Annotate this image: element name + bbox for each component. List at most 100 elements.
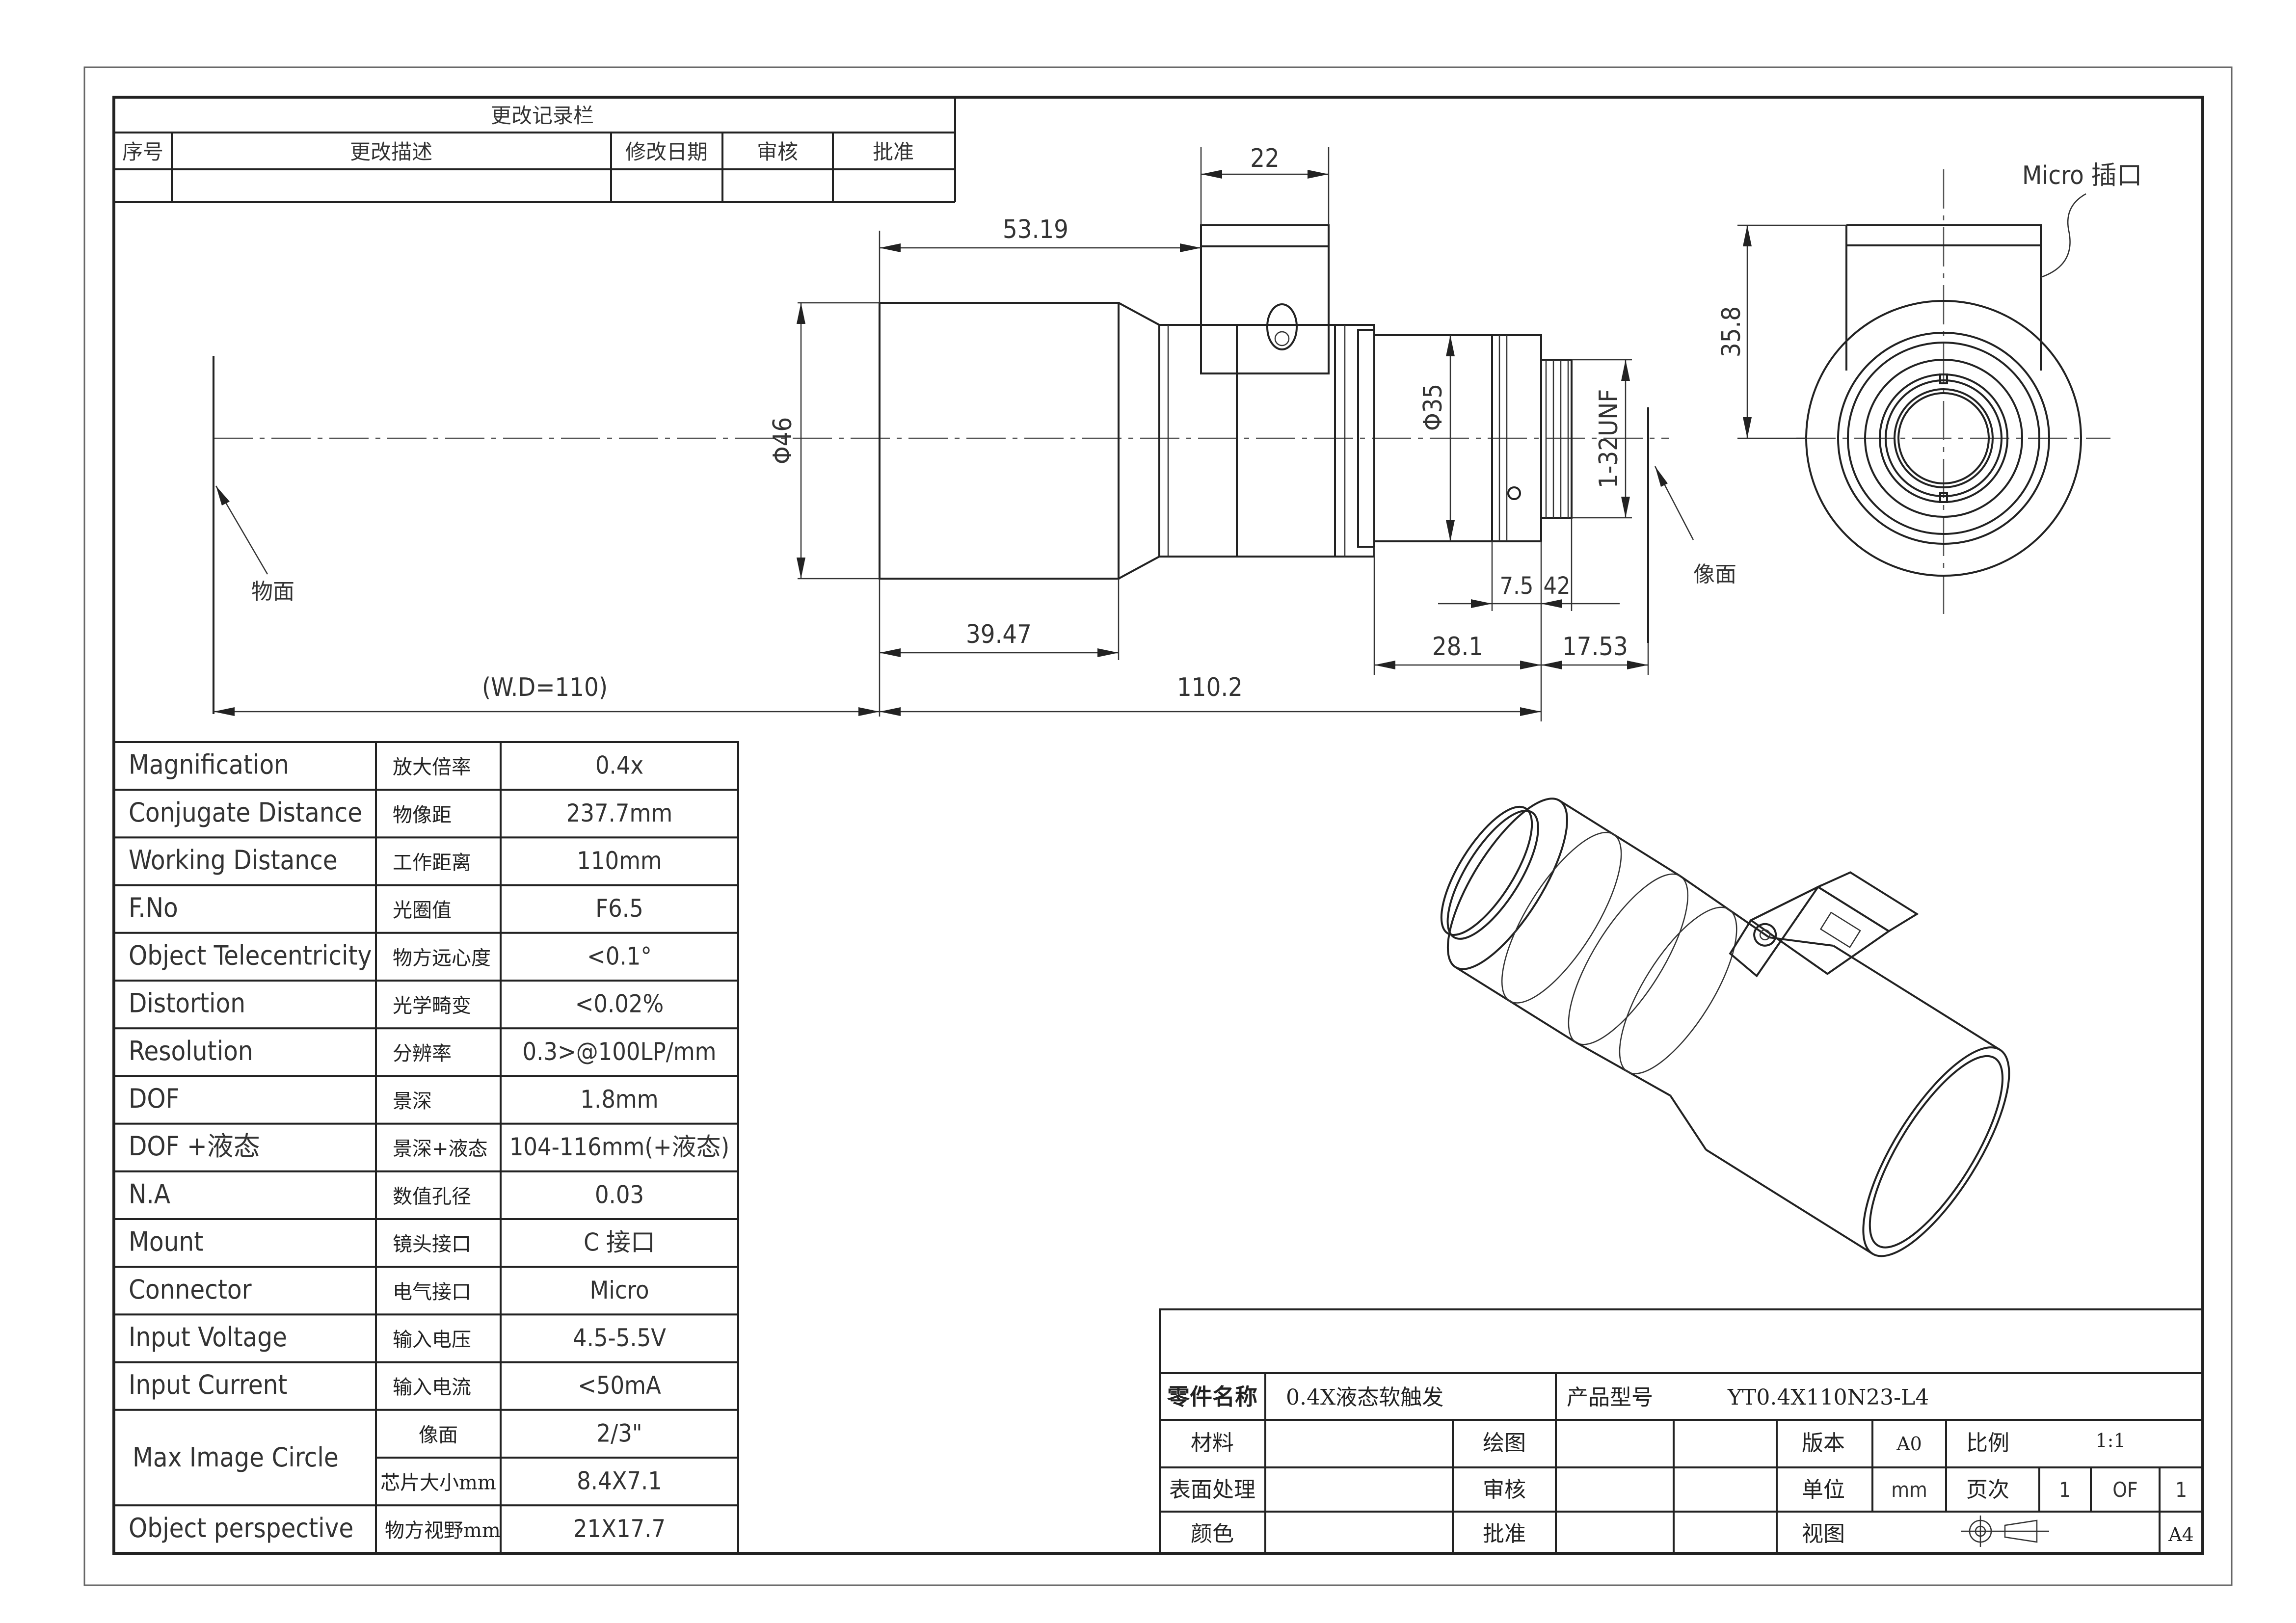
dim-42: 42 — [1544, 572, 1571, 600]
spec-name-en: F.No — [129, 892, 178, 923]
dim-working-distance: (W.D=110) — [482, 673, 608, 702]
spec-value: <0.1° — [587, 942, 652, 970]
spec-value: F6.5 — [595, 894, 643, 923]
image-circle-label: Max Image Circle — [133, 1442, 339, 1473]
drawn-label: 绘图 — [1483, 1431, 1526, 1456]
unit-label: 单位 — [1802, 1477, 1845, 1502]
spec-name-en: Input Current — [129, 1369, 287, 1400]
spec-name-cn: 数值孔径 — [393, 1185, 471, 1208]
sheet-size: A4 — [2168, 1524, 2194, 1545]
unit: mm — [1891, 1478, 1927, 1502]
revision-header-date: 修改日期 — [625, 140, 708, 164]
spec-name-en: Conjugate Distance — [129, 797, 362, 828]
scale-label: 比例 — [1966, 1431, 2009, 1456]
image-circle-value: 2/3" — [596, 1419, 642, 1447]
part-name-label: 零件名称 — [1167, 1384, 1257, 1410]
title-block: 零件名称 0.4X液态软触发 产品型号 YT0.4X110N23-L4 材料 绘… — [1159, 1308, 2204, 1554]
spec-value: Micro — [590, 1276, 649, 1304]
spec-name-en: Object Telecentricity — [129, 940, 372, 971]
dim-53-19: 53.19 — [1003, 215, 1068, 244]
object-perspective-label: Object perspective — [129, 1513, 353, 1543]
spec-name-cn: 物方远心度 — [393, 947, 491, 969]
spec-name-cn: 光学畸变 — [393, 995, 471, 1017]
spec-value: 1.8mm — [580, 1085, 658, 1114]
dim-phi46: Φ46 — [768, 417, 798, 464]
version-label: 版本 — [1802, 1431, 1845, 1456]
lens-end-view: Micro 插口 35.8 — [1717, 161, 2142, 618]
spec-table — [113, 741, 739, 1554]
scale: 1:1 — [2095, 1430, 2125, 1451]
image-plane-label: 像面 — [1693, 562, 1736, 587]
dim-28-1: 28.1 — [1432, 632, 1483, 662]
part-name: 0.4X液态软触发 — [1286, 1385, 1443, 1410]
dim-thread: 1-32UNF — [1594, 389, 1624, 488]
page-of: OF — [2112, 1478, 2137, 1502]
spec-value: C 接口 — [584, 1228, 655, 1257]
object-plane-label: 物面 — [251, 579, 294, 604]
spec-name-cn: 镜头接口 — [393, 1233, 471, 1256]
spec-name-cn: 分辨率 — [393, 1042, 452, 1065]
spec-name-cn: 电气接口 — [393, 1281, 471, 1304]
spec-value: 237.7mm — [566, 799, 672, 827]
spec-value: 0.3>@100LP/mm — [522, 1038, 716, 1066]
color-label: 颜色 — [1191, 1521, 1234, 1546]
spec-name-en: Distortion — [129, 988, 245, 1019]
object-perspective-cn: 物方视野mm — [385, 1519, 501, 1542]
spec-value: <50mA — [578, 1371, 661, 1400]
dim-phi35: Φ35 — [1418, 384, 1448, 431]
revision-header-approve: 批准 — [873, 140, 914, 164]
approve-label: 批准 — [1483, 1521, 1526, 1546]
spec-name-en: Magnification — [129, 749, 289, 780]
dim-39-47: 39.47 — [966, 620, 1032, 649]
outer-border — [83, 66, 2233, 1586]
surface-label: 表面处理 — [1169, 1477, 1255, 1502]
spec-name-en: DOF +液态 — [129, 1131, 260, 1162]
model-label: 产品型号 — [1567, 1385, 1653, 1410]
page-number: 1 — [2059, 1478, 2071, 1502]
spec-value: 0.03 — [595, 1180, 644, 1209]
spec-value: 0.4x — [595, 751, 643, 780]
page-total: 1 — [2175, 1478, 2187, 1502]
spec-name-en: Resolution — [129, 1036, 253, 1066]
spec-name-en: Mount — [129, 1226, 203, 1257]
model: YT0.4X110N23-L4 — [1727, 1385, 1929, 1410]
revision-header-review: 审核 — [757, 140, 798, 164]
dim-35-8: 35.8 — [1717, 306, 1746, 357]
object-perspective-value: 21X17.7 — [573, 1515, 666, 1543]
revision-block: 更改记录栏 序号 更改描述 修改日期 审核 批准 — [114, 97, 956, 203]
spec-name-en: DOF — [129, 1083, 180, 1114]
spec-value: <0.02% — [575, 990, 664, 1018]
page-label: 页次 — [1966, 1477, 2009, 1502]
lens-side-view: 物面 像面 22 53.19 Φ46 Φ35 1-32UNF — [213, 144, 1736, 721]
revision-header-no: 序号 — [122, 140, 163, 164]
spec-name-cn: 光圈值 — [393, 899, 452, 922]
spec-name-en: N.A — [129, 1178, 170, 1209]
version: A0 — [1896, 1433, 1922, 1455]
spec-name-cn: 输入电流 — [393, 1376, 471, 1399]
review-label: 审核 — [1483, 1477, 1526, 1502]
material-label: 材料 — [1191, 1431, 1234, 1456]
dim-17-53: 17.53 — [1562, 632, 1628, 662]
spec-name-cn: 景深+液态 — [393, 1138, 488, 1160]
view-label: 视图 — [1802, 1521, 1845, 1546]
revision-title: 更改记录栏 — [491, 104, 594, 128]
image-circle-value: 8.4X7.1 — [577, 1467, 662, 1495]
spec-name-cn: 物像距 — [393, 804, 452, 826]
spec-name-cn: 放大倍率 — [393, 756, 471, 779]
projection-symbol-icon — [1961, 1516, 2049, 1547]
image-circle-cn: 像面 — [419, 1424, 458, 1446]
spec-value: 104-116mm(+液态) — [509, 1133, 729, 1161]
micro-port-label: Micro 插口 — [2022, 161, 2142, 190]
dim-110-2: 110.2 — [1177, 673, 1243, 702]
lens-isometric-view — [1440, 798, 2010, 1257]
spec-name-cn: 景深 — [393, 1090, 432, 1113]
revision-header-desc: 更改描述 — [350, 140, 432, 164]
spec-name-en: Connector — [129, 1274, 252, 1305]
spec-value: 110mm — [577, 847, 662, 875]
spec-value: 4.5-5.5V — [573, 1324, 666, 1352]
spec-name-en: Working Distance — [129, 845, 338, 876]
spec-name-en: Input Voltage — [129, 1322, 287, 1353]
spec-name-cn: 输入电压 — [393, 1329, 471, 1351]
dim-22: 22 — [1250, 144, 1280, 173]
